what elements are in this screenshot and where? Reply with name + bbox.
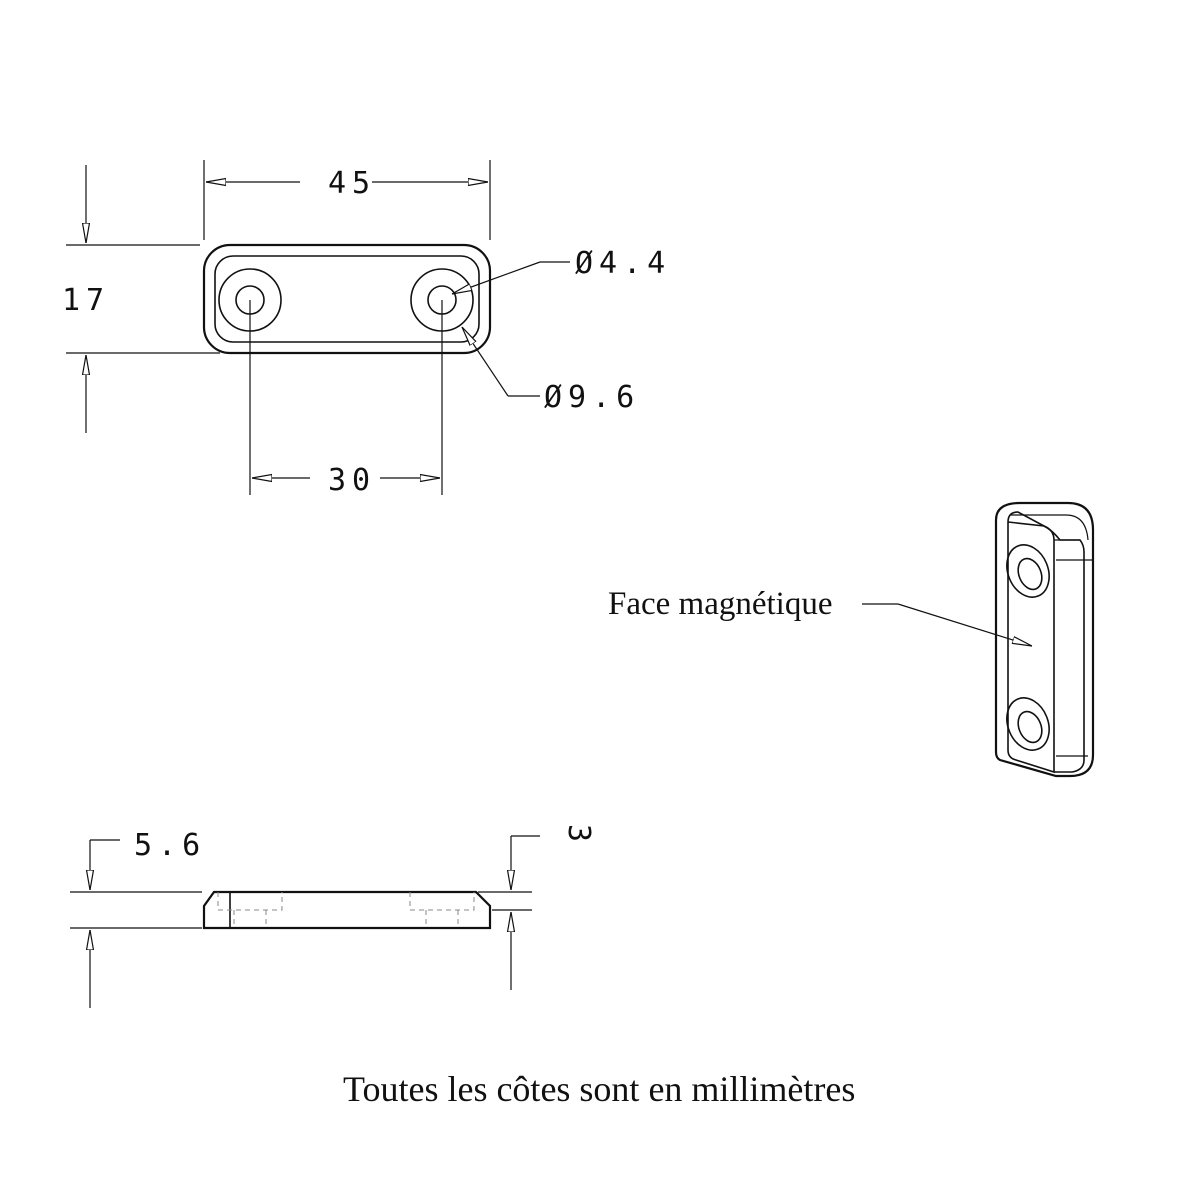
- side-profile: [202, 890, 492, 930]
- hole-diameter-label: Ø4.4: [575, 246, 671, 281]
- iso-hole-top: [1006, 544, 1050, 598]
- top-view: 45 17 30 Ø4.4 Ø9.6: [62, 160, 671, 498]
- iso-plate-back: [994, 501, 1095, 778]
- dimension-hole-spacing: 30: [249, 300, 443, 498]
- dimension-length: 45: [203, 160, 491, 240]
- leader-counterbore-diameter: Ø9.6: [462, 327, 640, 415]
- total-thickness-label: 5.6: [134, 828, 206, 863]
- units-note: Toutes les côtes sont en millimètres: [343, 1069, 855, 1109]
- dimension-chamfer: 3: [478, 824, 596, 990]
- dimension-length-label: 45: [328, 166, 376, 201]
- plate-inner-edge: [214, 255, 480, 343]
- dimension-hole-spacing-label: 30: [328, 463, 376, 498]
- hidden-hole-right: [409, 892, 475, 928]
- iso-hole-bottom: [1006, 697, 1050, 751]
- plate-outline: [202, 243, 492, 355]
- chamfer-label: 3: [561, 824, 596, 848]
- dimension-width-label: 17: [62, 283, 110, 318]
- magnetic-face-label: Face magnétique: [608, 586, 833, 622]
- isometric-view: Face magnétique: [608, 501, 1095, 778]
- counterbore-diameter-label: Ø9.6: [544, 380, 640, 415]
- side-view: 5.6 3: [70, 824, 596, 1008]
- dimension-total-thickness: 5.6: [70, 828, 206, 1008]
- iso-plate-front-face: [1007, 511, 1055, 774]
- leader-hole-diameter: Ø4.4: [452, 246, 671, 294]
- dimension-width: 17: [62, 165, 220, 433]
- hidden-hole-left: [217, 892, 283, 928]
